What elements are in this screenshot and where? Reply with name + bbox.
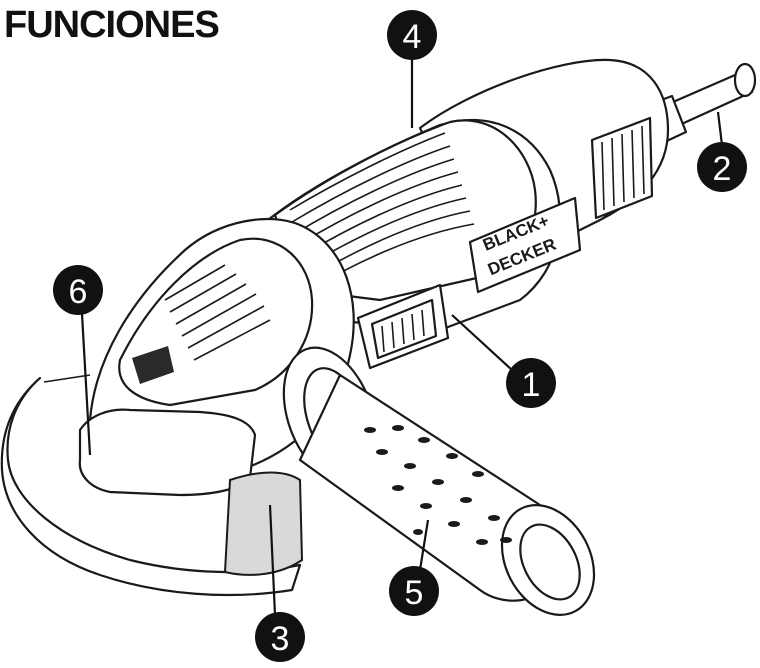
leader-lines <box>80 60 724 616</box>
side-handle <box>282 346 596 616</box>
leader-2 <box>716 111 724 146</box>
leader-6 <box>80 313 92 456</box>
callout-2-label: 2 <box>713 150 732 188</box>
leader-1 <box>451 314 513 371</box>
callout-2: 2 <box>697 142 747 192</box>
callout-6-label: 6 <box>69 273 88 311</box>
leader-5 <box>418 519 430 571</box>
callout-3: 3 <box>255 612 305 662</box>
callout-1-label: 1 <box>522 366 541 404</box>
callout-5: 5 <box>389 566 439 616</box>
gear-head <box>78 217 355 497</box>
power-switch <box>356 283 450 370</box>
callout-6: 6 <box>53 265 103 315</box>
callout-5-label: 5 <box>405 574 424 612</box>
callout-4-label: 4 <box>403 18 422 56</box>
page-title: FUNCIONES <box>4 4 220 46</box>
disc-guard <box>0 374 304 597</box>
callout-4: 4 <box>387 10 437 60</box>
leader-3 <box>268 504 277 616</box>
callout-1: 1 <box>506 358 556 408</box>
callout-3-label: 3 <box>271 620 290 658</box>
